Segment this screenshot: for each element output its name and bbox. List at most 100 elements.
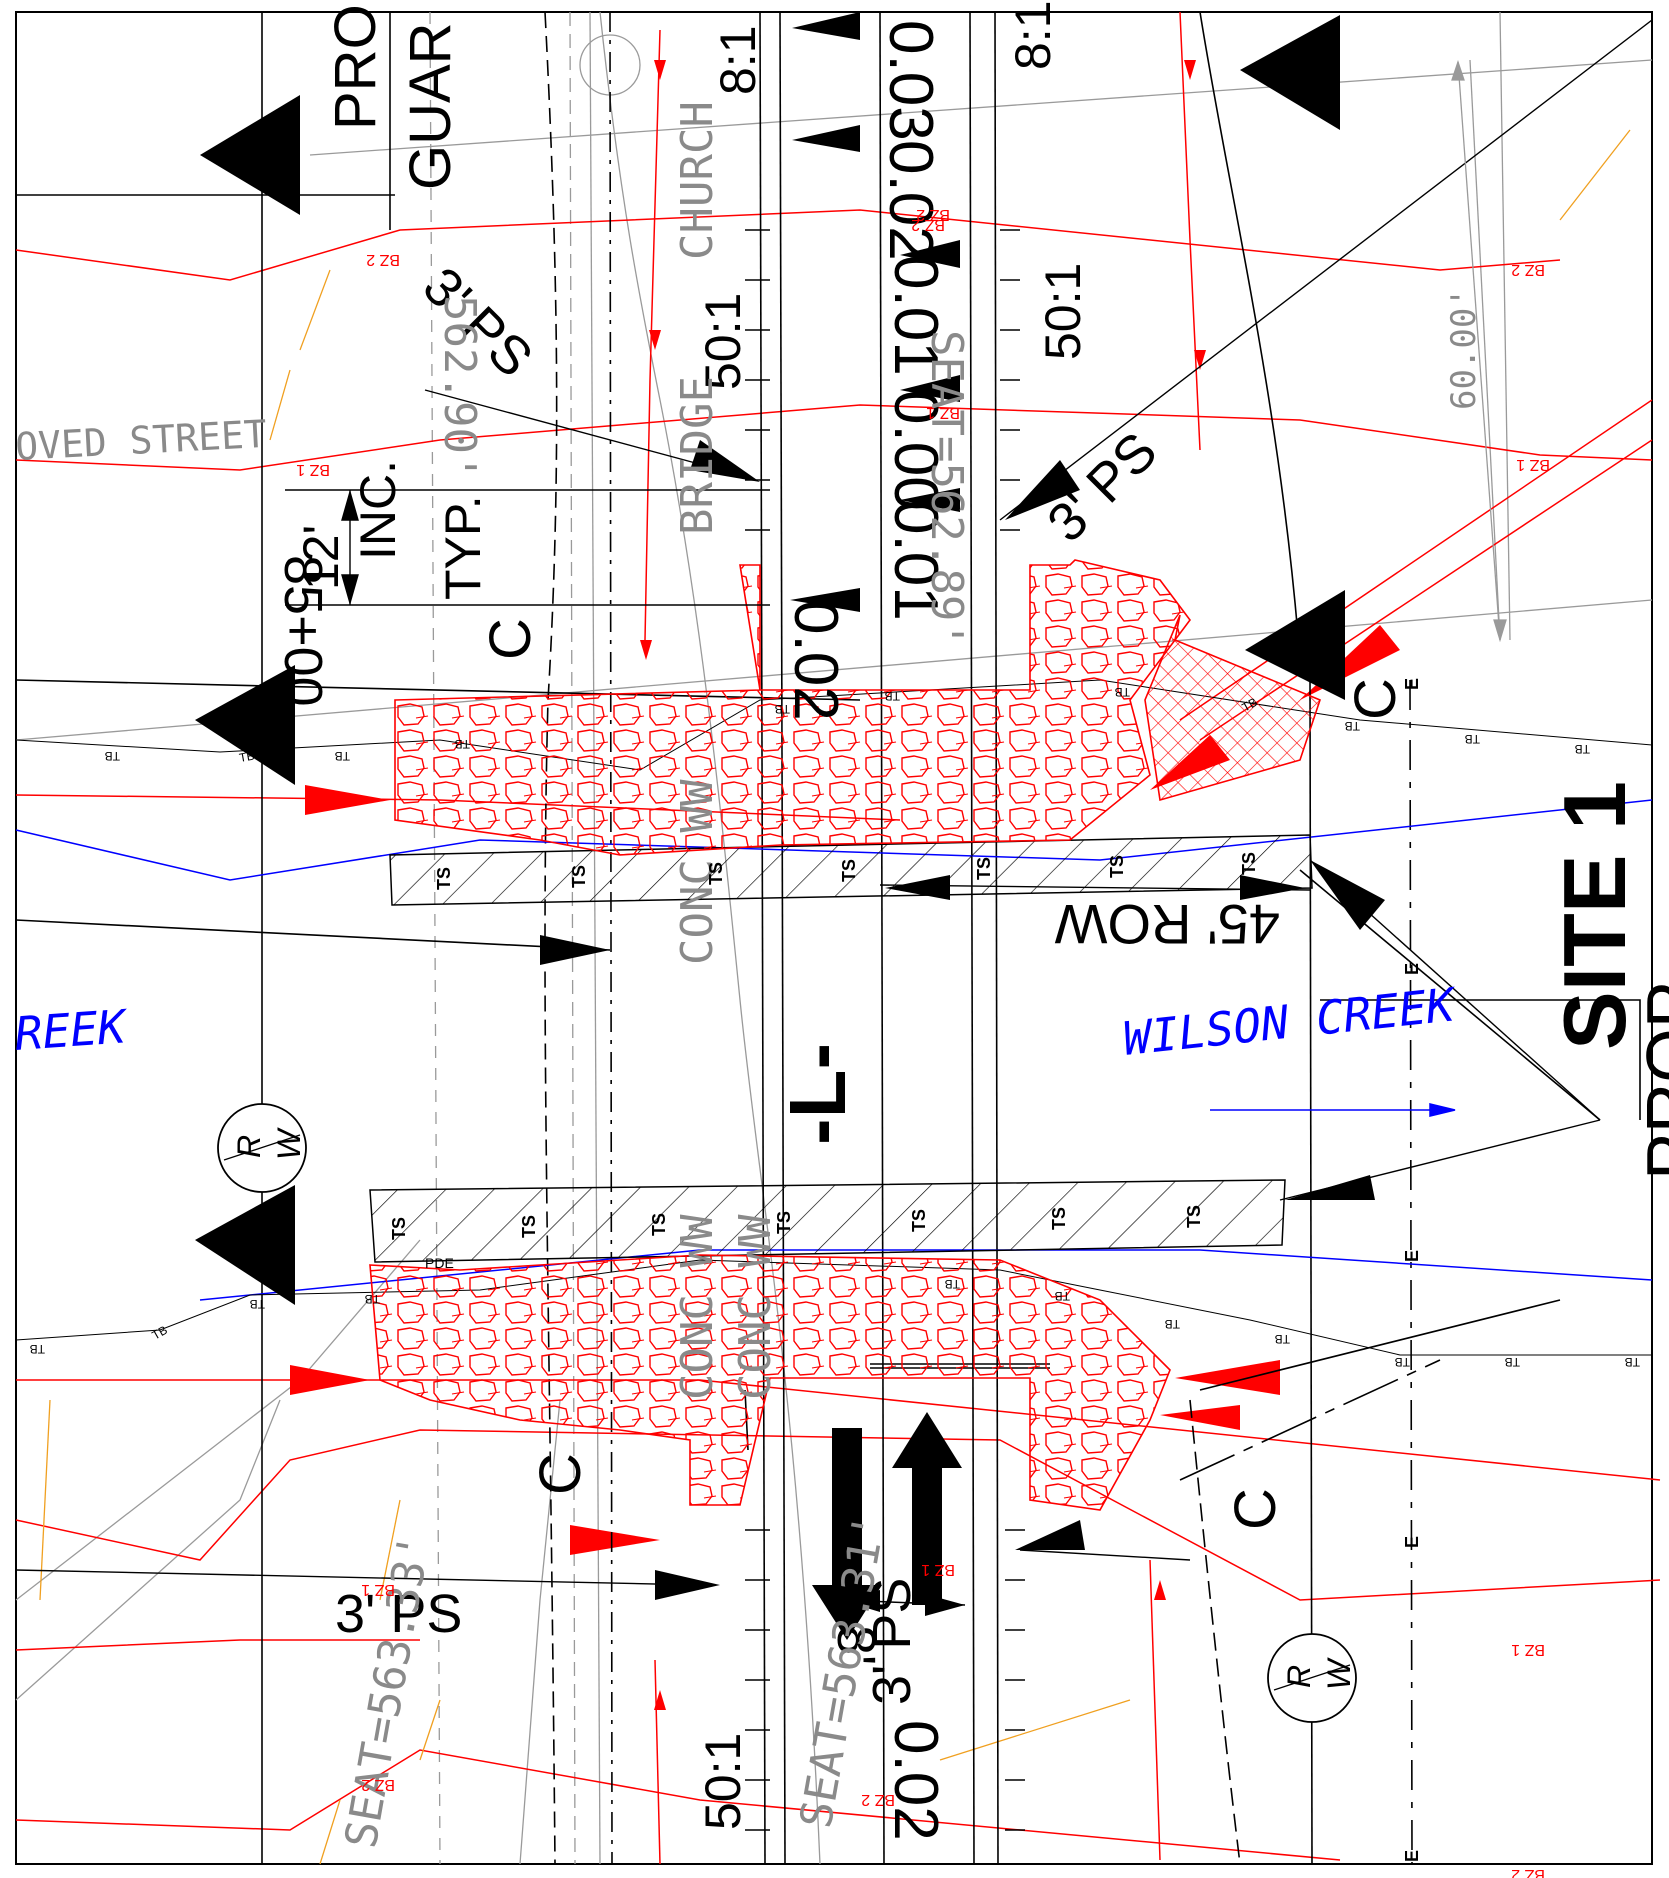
label-slope-50-1-bottom: 50:1 [695, 1733, 751, 1830]
label-cs-02-top: 0.02 [876, 140, 945, 261]
bz-label: BZ 1 [1511, 1641, 1545, 1658]
label-slope-8-1-right: 8:1 [1005, 0, 1061, 70]
tb-label: TB [1240, 695, 1260, 715]
orange-ticks [39, 129, 1631, 1865]
dim-60 [1451, 59, 1507, 643]
tb-label: TB [1275, 1332, 1290, 1346]
tb-label: TB [1465, 732, 1480, 746]
bz-label: BZ 1 [361, 1581, 395, 1598]
label-dim-12: 12' [293, 525, 349, 590]
bz-label: BZ 1 [296, 461, 330, 478]
tb-label: TB [1115, 685, 1130, 699]
tb-label: TB [1345, 719, 1360, 733]
ts-label: TS [839, 859, 859, 882]
label-conc-ww-1: CONC WW [672, 779, 723, 965]
label-dim-8: 8' [826, 1625, 886, 1665]
ts-label: TS [434, 867, 454, 890]
label-cs-02-mid: 0.02 [781, 600, 850, 721]
tb-label: TB [150, 1323, 170, 1343]
flow-arrows [812, 1412, 966, 1640]
label-ps-3: 3' PS [335, 1584, 462, 1644]
ts-label: TS [774, 1211, 794, 1234]
bz-label: BZ 2 [916, 206, 950, 223]
tb-label: TB [365, 1292, 380, 1306]
label-cs-00: 0.00 [881, 390, 950, 511]
label-cs-03: 0.03 [876, 20, 945, 141]
tb-label: TB [1625, 1355, 1640, 1369]
ts-label: TS [1239, 852, 1259, 875]
tb-label: TB [1055, 1289, 1070, 1303]
label-alignment: -L- [773, 1043, 862, 1145]
label-station: 85+00 [273, 555, 333, 707]
label-bridge: BRIDGE [672, 376, 723, 535]
label-ps-4: 3' PS [862, 1578, 922, 1705]
label-creek-left: REEK [13, 999, 131, 1061]
rw-1-w: W [271, 1127, 307, 1160]
tb-label: TB [250, 1297, 265, 1311]
rw-1-r: R [231, 1135, 267, 1158]
label-dim-60: 60.00' [1444, 287, 1484, 410]
tb-label: TB [775, 702, 790, 716]
tb-label: TB [238, 749, 256, 765]
ts-label: TS [1184, 1205, 1204, 1228]
label-cs-01a: 0.01 [881, 255, 950, 376]
tb-label: TB [1395, 1355, 1410, 1369]
bz-label: BZ 1 [926, 404, 960, 421]
label-street: OVED STREET [14, 412, 268, 469]
tb-label: TB [1505, 1355, 1520, 1369]
dim-12 [285, 489, 770, 606]
roadway-lines [15, 11, 1641, 1865]
label-row: 45' ROW [1054, 893, 1280, 956]
e-label: E [1402, 1250, 1422, 1262]
label-pro: PRO [323, 4, 388, 130]
bz-label: BZ 2 [861, 1791, 895, 1808]
bz-label: BZ 2 [366, 251, 400, 268]
label-inc: INC. [350, 460, 406, 560]
label-c-4: C [1223, 1488, 1288, 1530]
e-label: E [1402, 678, 1422, 690]
ts-label: TS [569, 865, 589, 888]
tb-label: TB [30, 1342, 45, 1356]
label-conc-ww-2: CONC WW [672, 1214, 723, 1400]
tb-label: TB [105, 749, 120, 763]
sheet-border [15, 11, 1653, 1865]
ts-label: TS [389, 1217, 409, 1240]
label-church: CHURCH [672, 101, 723, 260]
ts-label: TS [1049, 1207, 1069, 1230]
bz-label: BZ 1 [921, 1561, 955, 1578]
e-label: E [1402, 963, 1422, 975]
e-label: E [1402, 1536, 1422, 1548]
tb-label: TB [945, 1277, 960, 1291]
bz-label: BZ 2 [1511, 261, 1545, 278]
bz-label: BZ 2 [911, 216, 945, 233]
fence-ticks [745, 229, 1025, 1831]
label-cs-02-bot: 0.02 [881, 1720, 950, 1841]
label-site: SITE 1 [1545, 781, 1644, 1050]
tb-label: TB [1575, 742, 1590, 756]
ts-label: TS [519, 1215, 539, 1238]
ts-label: TS [909, 1209, 929, 1232]
label-slope-8-1-left: 8:1 [710, 25, 766, 95]
leader-arrowheads [540, 12, 1385, 1600]
rw-2-w: W [1321, 1657, 1357, 1690]
label-pde: PDE [425, 1255, 454, 1271]
section-markers [195, 15, 1345, 1305]
label-c-2: C [1343, 678, 1408, 720]
label-conc-ww-3: CONC WW [730, 1214, 781, 1400]
label-guar: GUAR [398, 22, 463, 190]
bz-label: BZ 1 [1516, 456, 1550, 473]
label-seat-bottom-left: SEAT=563.33' [336, 1530, 441, 1852]
label-seat-top-right: SEAT=562.89' [921, 330, 972, 648]
label-c-1: C [478, 618, 543, 660]
riprap-areas [369, 559, 1321, 1511]
tb-label: TB [455, 737, 470, 751]
rw-circle-1: R W [217, 1103, 307, 1193]
tb-label: TB [1165, 1317, 1180, 1331]
label-creek-right: WILSON CREEK [1121, 977, 1460, 1066]
tb-label: TB [885, 689, 900, 703]
bz-label: BZ 2 [1511, 1866, 1545, 1878]
label-c-3: C [528, 1453, 593, 1495]
tb-label: TB [335, 749, 350, 763]
label-typ: TYP. [435, 495, 491, 600]
